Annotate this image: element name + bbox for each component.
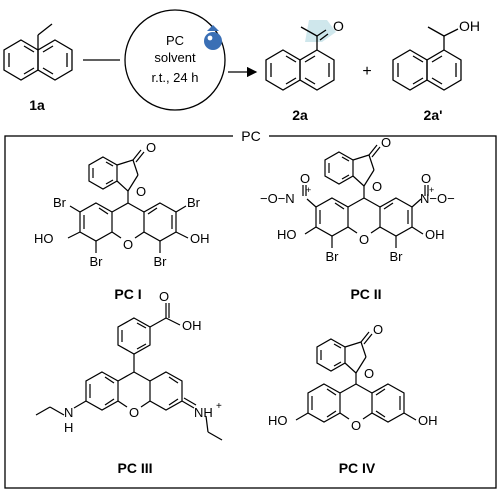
- compound-2a-prime: [392, 26, 462, 91]
- pc1-ring-o: O: [123, 237, 133, 252]
- pc2-oh-left: HO: [277, 227, 297, 242]
- label-2a-prime: 2a': [424, 107, 443, 123]
- pc3-amine-n: N: [64, 405, 73, 420]
- condition-catalyst: PC: [166, 33, 184, 48]
- pc3-ring-o: O: [129, 405, 139, 420]
- pc2-ring-o: O: [359, 232, 369, 247]
- pc4-oh-right: OH: [418, 413, 438, 428]
- pc3-iminium-charge: +: [216, 401, 222, 412]
- pc1-oh-left: HO: [34, 231, 54, 246]
- ketone-oxygen: O: [333, 18, 344, 34]
- alcohol-oh: OH: [459, 18, 480, 34]
- catalyst-panel: [4, 135, 497, 489]
- pc1-br-upper-left: Br: [53, 195, 67, 210]
- label-pc-ii: PC II: [350, 286, 381, 302]
- catalyst-pc-iii: O OH O N H NH +: [35, 289, 223, 441]
- panel-title: PC: [241, 128, 260, 144]
- pc2-br-right: Br: [390, 249, 404, 264]
- label-pc-i: PC I: [114, 286, 141, 302]
- plus-sign: +: [362, 63, 371, 80]
- lamp-body: [204, 32, 222, 50]
- label-pc-iv: PC IV: [339, 460, 376, 476]
- pc4-lactone-o: O: [364, 366, 374, 381]
- catalyst-pc-i: O O O Br Br HO OH Br Br: [34, 140, 210, 269]
- pc2-br-left: Br: [326, 249, 340, 264]
- condition-time-temp: r.t., 24 h: [152, 70, 199, 85]
- pc4-ring-o: O: [351, 418, 361, 433]
- pc4-oh-left: HO: [268, 413, 288, 428]
- pc2-nitro-charge-right: +: [429, 185, 434, 195]
- pc2-carbonyl-o: O: [381, 135, 391, 150]
- panel-title-mask: [233, 127, 269, 145]
- pc3-acid-o: O: [159, 289, 169, 304]
- pc1-br-upper-right: Br: [187, 195, 201, 210]
- compound-2a: [265, 26, 335, 91]
- light-bulb-icon: [204, 25, 222, 50]
- catalyst-pc-iv: O O O HO OH: [268, 322, 438, 433]
- conditions-circle: [124, 9, 226, 111]
- pc1-lactone-o: O: [136, 184, 146, 199]
- pc2-nitro-left: −O−N: [260, 191, 295, 206]
- label-1a: 1a: [29, 97, 45, 113]
- ketone-highlight: [305, 20, 336, 42]
- pc2-nitro-right: N−O−: [420, 191, 455, 206]
- compound-1a: [3, 23, 73, 81]
- pc2-lactone-o: O: [372, 179, 382, 194]
- pc2-nitro-o-right: O: [421, 171, 431, 186]
- pc1-oh-right: OH: [190, 231, 210, 246]
- pc2-nitro-charge-left: +: [306, 185, 311, 195]
- pc4-carbonyl-o: O: [373, 322, 383, 337]
- label-2a: 2a: [292, 107, 308, 123]
- pc2-oh-right: OH: [425, 227, 445, 242]
- pc3-acid-oh: OH: [182, 318, 202, 333]
- label-pc-iii: PC III: [117, 460, 152, 476]
- catalyst-pc-ii: O O O O O −O−N + N−O− + HO OH Br Br: [260, 135, 455, 264]
- pc3-amine-h: H: [64, 420, 73, 435]
- pc1-br-lower-right: Br: [154, 254, 168, 269]
- pc1-br-lower-left: Br: [90, 254, 104, 269]
- condition-solvent: solvent: [154, 50, 196, 65]
- pc3-iminium: NH: [194, 405, 213, 420]
- pc1-carbonyl-o: O: [146, 140, 156, 155]
- pc2-nitro-o-left: O: [300, 171, 310, 186]
